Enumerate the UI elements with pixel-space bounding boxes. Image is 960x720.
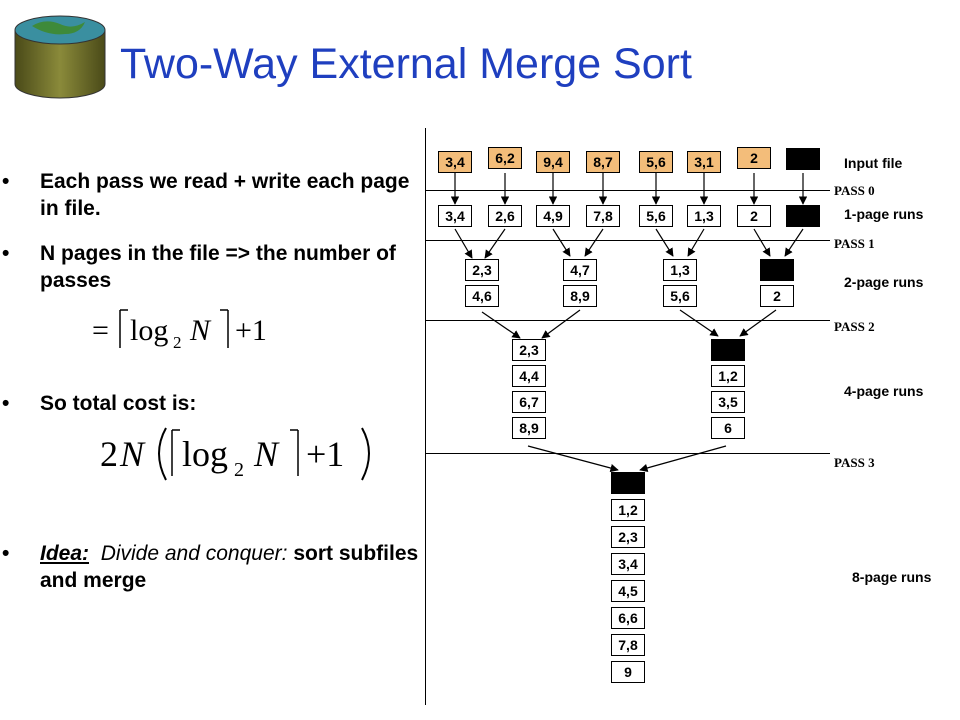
svg-text:+1: +1 (306, 434, 344, 474)
pass1-page-box: 4,7 (563, 259, 597, 281)
bullet-text: So total cost is: (40, 392, 197, 415)
svg-text:log: log (130, 314, 168, 347)
cost-formula: 2 N log 2 N +1 (100, 427, 370, 481)
empty-page-box (760, 259, 794, 281)
bullet-item: • So total cost is: (2, 390, 420, 417)
pass3-page-box: 1,2 (611, 499, 645, 521)
pass3-page-box: 7,8 (611, 634, 645, 656)
bullet-item: • Each pass we read + write each page in… (2, 168, 420, 222)
pass1-separator (425, 240, 830, 241)
run-label: 1-page runs (844, 206, 924, 222)
pass3-page-box: 6,6 (611, 607, 645, 629)
slide-title: Two-Way External Merge Sort (120, 40, 692, 88)
run-label: 8-page runs (852, 569, 932, 585)
passes-formula: = log 2 N +1 (92, 309, 267, 352)
pass1-page-box: 2,3 (465, 259, 499, 281)
pass-label: PASS 0 (834, 183, 875, 198)
empty-page-box (786, 148, 820, 170)
pass0-page-box: 2 (737, 205, 771, 227)
empty-page-box (711, 339, 745, 361)
pass2-page-box: 4,4 (512, 365, 546, 387)
input-page-box: 3,4 (438, 151, 472, 173)
database-logo-icon (14, 15, 106, 99)
pass2-page-box: 1,2 (711, 365, 745, 387)
pass0-page-box: 3,4 (438, 205, 472, 227)
input-page-box: 8,7 (586, 151, 620, 173)
svg-text:N: N (253, 434, 280, 474)
diagram-divider (425, 128, 426, 705)
pass2-page-box: 2,3 (512, 339, 546, 361)
run-label: 4-page runs (844, 383, 924, 399)
pass1-page-box: 8,9 (563, 285, 597, 307)
bullet-text: N pages in the file => the number of pas… (40, 242, 396, 292)
input-page-box: 5,6 (639, 151, 673, 173)
input-page-box: 9,4 (536, 151, 570, 173)
pass-label: PASS 1 (834, 236, 875, 251)
svg-text:=: = (92, 314, 109, 347)
pass1-page-box: 1,3 (663, 259, 697, 281)
pass3-page-box: 4,5 (611, 580, 645, 602)
pass1-page-box: 5,6 (663, 285, 697, 307)
pass3-page-box: 3,4 (611, 553, 645, 575)
input-page-box: 2 (737, 147, 771, 169)
pass3-separator (425, 453, 830, 454)
run-label: 2-page runs (844, 274, 924, 290)
svg-text:2: 2 (234, 459, 244, 481)
bullet-item: • N pages in the file => the number of p… (2, 240, 420, 294)
svg-text:2: 2 (173, 333, 182, 352)
bullet-text: Idea: Divide and conquer: sort subfiles … (40, 542, 419, 592)
svg-text:2: 2 (100, 434, 118, 474)
input-file-label: Input file (844, 155, 903, 171)
pass3-page-box: 2,3 (611, 526, 645, 548)
svg-text:log: log (182, 434, 228, 474)
bullet-item: • Idea: Divide and conquer: sort subfile… (2, 542, 419, 592)
pass-label: PASS 2 (834, 319, 875, 334)
bullet-text: Each pass we read + write each page in f… (40, 170, 410, 220)
pass3-page-box: 9 (611, 661, 645, 683)
pass2-page-box: 3,5 (711, 391, 745, 413)
pass0-page-box: 7,8 (586, 205, 620, 227)
svg-text:N: N (189, 314, 212, 347)
pass2-page-box: 6 (711, 417, 745, 439)
empty-page-box (611, 472, 645, 494)
input-page-box: 3,1 (687, 151, 721, 173)
pass2-page-box: 8,9 (512, 417, 546, 439)
pass0-separator (425, 190, 830, 191)
pass2-page-box: 6,7 (512, 391, 546, 413)
svg-text:N: N (119, 434, 146, 474)
empty-page-box (786, 205, 820, 227)
pass0-page-box: 2,6 (488, 205, 522, 227)
input-page-box: 6,2 (488, 147, 522, 169)
pass2-separator (425, 320, 830, 321)
pass0-page-box: 1,3 (687, 205, 721, 227)
pass1-page-box: 2 (760, 285, 794, 307)
pass0-page-box: 4,9 (536, 205, 570, 227)
pass0-page-box: 5,6 (639, 205, 673, 227)
pass1-page-box: 4,6 (465, 285, 499, 307)
pass-label: PASS 3 (834, 455, 875, 470)
svg-text:+1: +1 (235, 314, 267, 347)
